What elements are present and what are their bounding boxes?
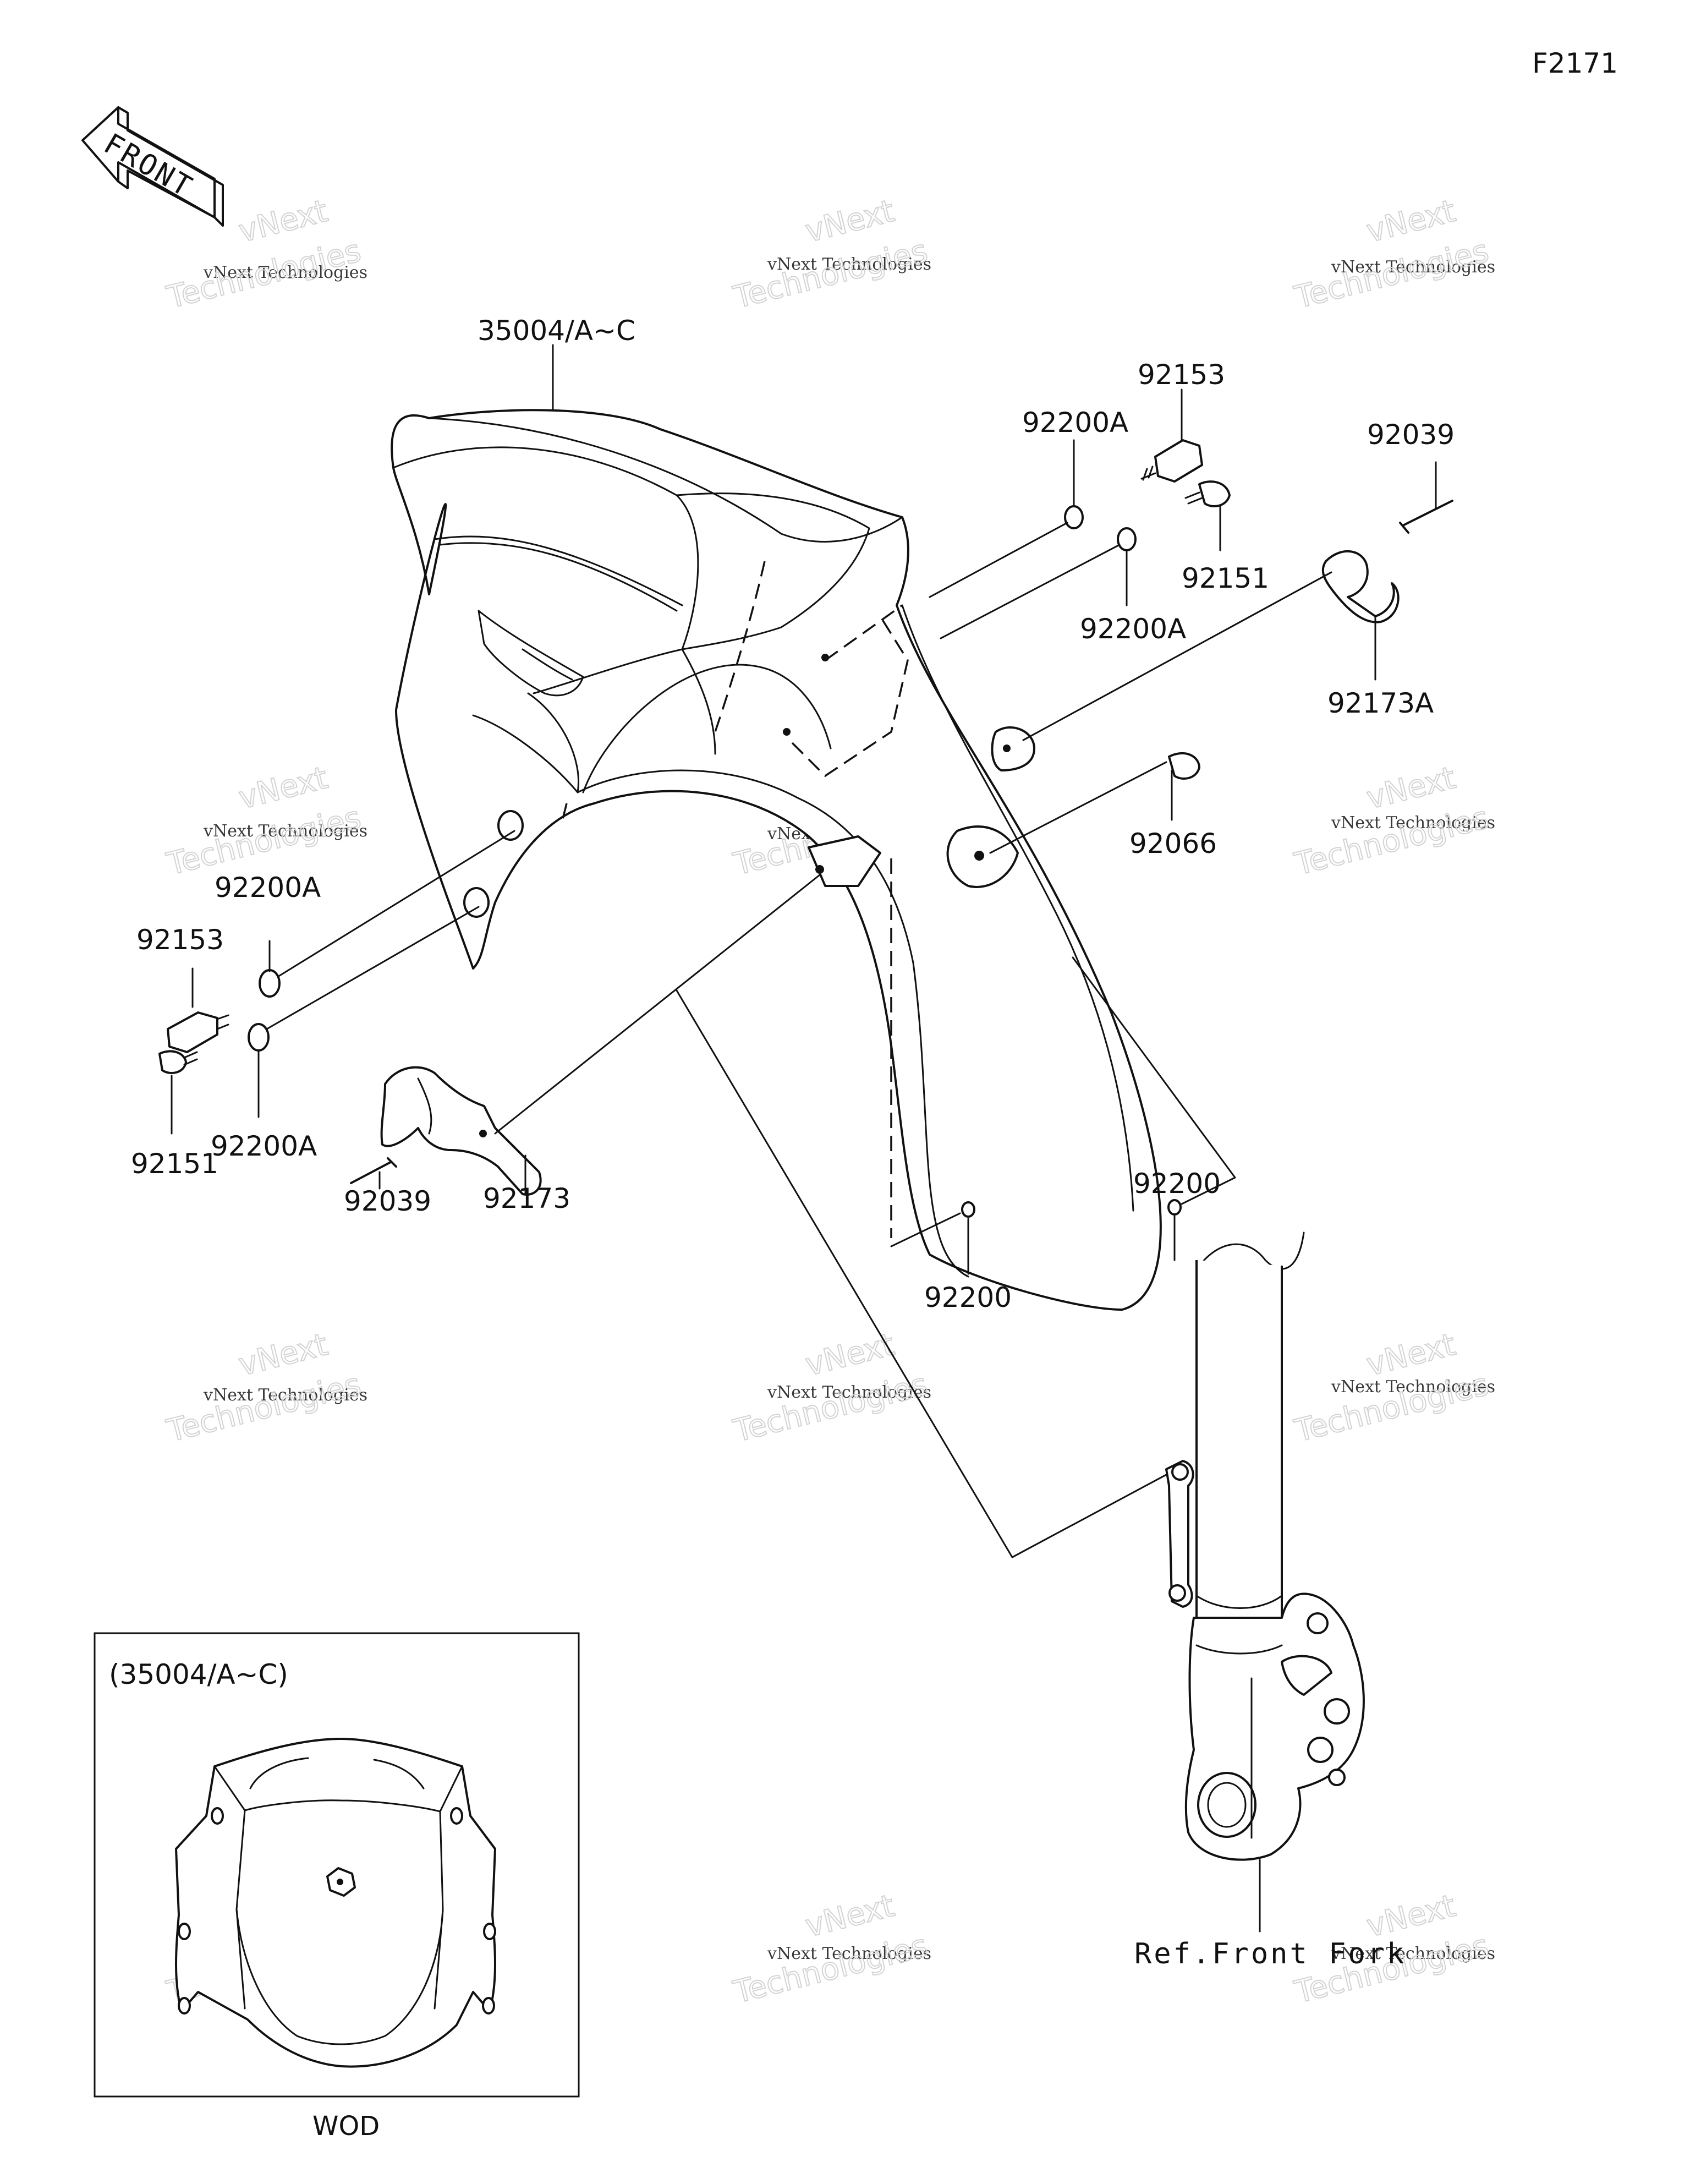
bolt-right-part: [1184, 480, 1231, 507]
grommet-part: [1168, 752, 1200, 780]
watermark-large: Technologies: [730, 1928, 931, 2010]
clamp-left-part: [380, 1066, 542, 1196]
watermark-large: vNext: [802, 193, 898, 250]
inset-title: (35004/A~C): [109, 1658, 288, 1690]
watermark-large: vNext: [1363, 1327, 1459, 1383]
label-nut-center: 92200: [924, 1282, 1012, 1313]
watermark-large: vNext: [1363, 193, 1459, 250]
inset-detail: (35004/A~C) WOD: [94, 1632, 580, 2142]
watermark-large: vNext: [235, 760, 331, 817]
stud-left-part: [167, 1011, 229, 1053]
label-clamp-left: 92173: [483, 1183, 570, 1214]
label-washer-left-bottom: 92200A: [211, 1130, 317, 1162]
part-labels: 35004/A~C 92153 92200A 92039 92151 92200…: [131, 315, 1455, 1970]
watermark-large: vNext: [1363, 1888, 1459, 1945]
nut-center-part: [961, 1201, 975, 1218]
watermark-text: vNext Technologies: [203, 263, 367, 282]
front-arrow-label: FRONT: [98, 127, 199, 204]
label-clamp-right: 92173A: [1327, 687, 1434, 719]
watermark-large: Technologies: [730, 233, 931, 315]
watermark-text: vNext Technologies: [767, 1383, 931, 1402]
label-bolt-right: 92151: [1182, 562, 1269, 594]
label-rivet-right: 92039: [1367, 419, 1455, 451]
label-grommet: 92066: [1129, 828, 1217, 860]
watermark-large: Technologies: [1291, 233, 1493, 315]
leader-lines: [171, 344, 1437, 1933]
watermark-text: vNext Technologies: [767, 1944, 931, 1963]
nut-right-part: [1167, 1199, 1182, 1216]
washer-left-top-part: [259, 969, 281, 998]
label-rivet-left: 92039: [344, 1185, 431, 1217]
label-bolt-left: 92151: [131, 1148, 218, 1180]
watermark-large: vNext: [802, 1888, 898, 1945]
watermark-text: vNext Technologies: [1331, 1377, 1495, 1397]
watermark-large: Technologies: [163, 1366, 365, 1449]
watermark-text: vNext Technologies: [203, 822, 367, 841]
front-arrow-icon: FRONT: [81, 106, 224, 227]
diagram-code: F2171: [1532, 47, 1618, 79]
inset-caption: WOD: [312, 2111, 380, 2142]
label-reference: Ref.Front Fork: [1134, 1937, 1406, 1970]
label-nut-right: 92200: [1133, 1168, 1221, 1200]
watermark-text: vNext Technologies: [1331, 1944, 1495, 1963]
label-washer-right-bottom: 92200A: [1080, 613, 1186, 645]
front-fender-drawing: [391, 409, 1162, 1311]
stud-right-part: [1140, 439, 1203, 483]
washer-right-top-part: [1064, 505, 1084, 529]
watermark-large: vNext: [235, 1327, 331, 1383]
watermark-text: vNext Technologies: [1331, 813, 1495, 833]
watermark-large: Technologies: [163, 800, 365, 882]
label-fender: 35004/A~C: [478, 315, 635, 347]
watermark-large: Technologies: [163, 233, 365, 315]
watermark-text: vNext Technologies: [767, 255, 931, 274]
watermark-large: Technologies: [730, 1366, 931, 1449]
watermark-large: vNext: [1363, 760, 1459, 817]
watermark-text: vNext Technologies: [203, 1386, 367, 1405]
front-fork-drawing: [1165, 1231, 1365, 1861]
watermark-text: vNext Technologies: [1331, 258, 1495, 277]
washer-right-bottom-part: [1117, 527, 1137, 551]
watermark-large: Technologies: [1291, 800, 1493, 882]
label-stud-left: 92153: [136, 924, 224, 956]
bolt-left-part: [158, 1050, 198, 1074]
watermark-large: vNext: [802, 1327, 898, 1383]
washer-left-bottom-part: [248, 1023, 270, 1052]
label-washer-left-top: 92200A: [215, 872, 321, 904]
label-stud-right: 92153: [1138, 359, 1225, 391]
rivet-left-part: [350, 1157, 397, 1184]
label-washer-right-top: 92200A: [1022, 407, 1128, 439]
clamp-right-part: [1321, 550, 1400, 623]
watermark-large: vNext: [235, 193, 331, 250]
rivet-right-part: [1399, 500, 1453, 534]
